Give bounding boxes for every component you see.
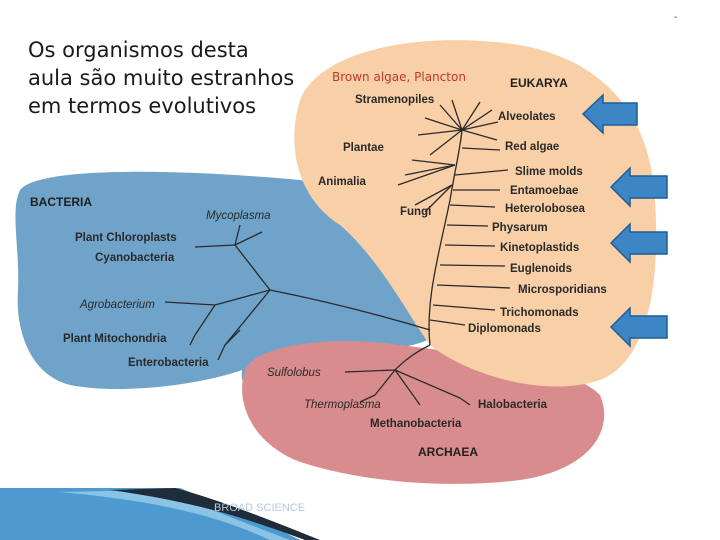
domain-label-bacteria: BACTERIA [30, 195, 92, 209]
label-red-algae: Red algae [505, 141, 559, 153]
pointer-arrows [581, 93, 668, 348]
label-animalia: Animalia [318, 176, 367, 188]
footer-swoosh [0, 488, 320, 540]
footer-text: BROAD SCIENCE [214, 502, 306, 514]
label-trichomonads: Trichomonads [500, 307, 579, 319]
domain-label-archaea: ARCHAEA [418, 445, 478, 459]
corner-mark: - [674, 12, 678, 23]
arrow-kinetoplastids [609, 222, 668, 264]
label-enterobacteria: Enterobacteria [128, 357, 209, 369]
label-heterolobosea: Heterolobosea [505, 203, 585, 215]
domain-label-eukarya: EUKARYA [510, 76, 568, 90]
label-alveolates: Alveolates [498, 111, 556, 123]
label-halobacteria: Halobacteria [478, 399, 548, 411]
label-thermoplasma: Thermoplasma [304, 399, 381, 411]
label-slime-molds: Slime molds [515, 166, 583, 178]
slide-title: Os organismos desta aula são muito estra… [28, 38, 295, 118]
label-cyanobacteria: Cyanobacteria [95, 252, 175, 264]
tree-branches [164, 99, 511, 406]
label-diplomonads: Diplomonads [468, 323, 541, 335]
eukarya-region [294, 40, 657, 387]
annotation-brown-algae: Brown algae, Plancton [332, 70, 466, 84]
arrow-trichomonads [609, 306, 668, 348]
label-mycoplasma: Mycoplasma [206, 210, 271, 222]
label-agrobacterium: Agrobacterium [79, 299, 155, 311]
label-kinetoplastids: Kinetoplastids [500, 242, 579, 254]
label-plantae: Plantae [343, 142, 384, 154]
label-fungi: Fungi [400, 206, 431, 218]
arrow-entamoebae [609, 166, 668, 208]
label-physarum: Physarum [492, 222, 548, 234]
label-sulfolobus: Sulfolobus [267, 367, 321, 379]
label-entamoebae: Entamoebae [510, 185, 578, 197]
label-stramenopiles: Stramenopiles [355, 94, 434, 106]
label-microsporidians: Microsporidians [518, 284, 607, 296]
label-plant-mitochondria: Plant Mitochondria [63, 333, 167, 345]
label-methanobacteria: Methanobacteria [370, 418, 462, 430]
label-euglenoids: Euglenoids [510, 263, 572, 275]
label-plant-chloroplasts: Plant Chloroplasts [75, 232, 177, 244]
arrow-alveolates [581, 93, 638, 135]
